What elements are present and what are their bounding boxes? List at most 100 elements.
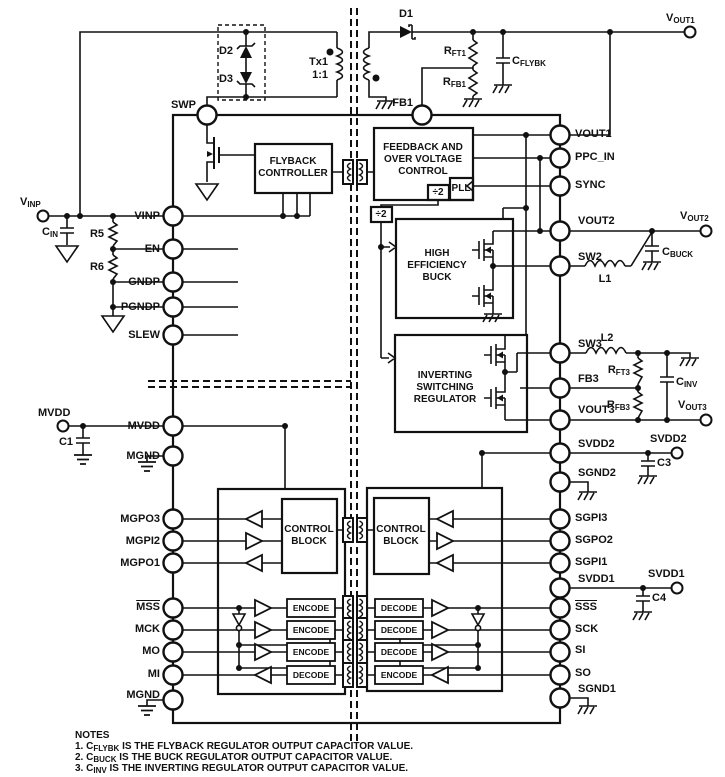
inductor-l2 [585,346,627,355]
isolation-barrier [148,8,358,745]
clamp-dashed-box [217,24,266,101]
block-label-control-right-2: BLOCK [383,536,419,547]
label-mvdd-terminal: MVDD [38,407,71,419]
codec-boxes [286,598,424,685]
box-label-decode-3: DECODE [380,647,418,657]
pin-label-vout1: VOUT1 [575,128,612,140]
note-3: 3. CINV IS THE INVERTING REGULATOR OUTPU… [75,763,409,775]
wires [49,31,700,706]
label-cbuck: CBUCK [662,246,694,259]
pin-label-sgnd2: SGND2 [578,467,616,479]
label-c1: C1 [58,436,73,448]
box-label-decode-4: DECODE [292,670,330,680]
ground-cin [55,245,79,263]
pin-label-sck: SCK [575,623,599,635]
inverting-block [393,333,529,434]
block-label-control-left-1: CONTROL [284,524,334,535]
note-2: 2. CBUCK IS THE BUCK REGULATOR OUTPUT CA… [75,752,393,764]
label-l1: L1 [598,273,612,285]
pin-label-svdd2: SVDD2 [578,438,615,450]
flyback-controller-block [253,142,334,195]
isolator-coupler-row4 [342,662,368,688]
transformer-secondary-coil [362,47,372,81]
pin-label-sync: SYNC [575,179,606,191]
isolator-coupler-control [342,517,368,543]
label-cflybk: CFLYBK [512,55,546,68]
buffer-so [431,666,449,684]
pin-label-mgpi2: MGPI2 [125,535,160,547]
ground-l2-rail [679,357,700,367]
external-terminals [36,25,713,595]
ground-sgnd2 [577,491,598,501]
enable-inverters [231,613,486,632]
pin-label-mgpo3: MGPO3 [120,513,160,525]
pin-label-vinp: VINP [134,210,160,222]
note-1: 1. CFLYBK IS THE FLYBACK REGULATOR OUTPU… [75,741,414,753]
label-l2: L2 [600,332,614,344]
pin-label-en: EN [144,243,160,255]
ground-cbuck [641,261,662,271]
buffer-si [431,643,449,661]
block-label-control-right-1: CONTROL [376,524,426,535]
ground-c1 [73,454,93,465]
box-label-decode-2: DECODE [380,625,418,635]
ground-sgnd1 [577,705,598,715]
block-label-inverting-3: REGULATOR [413,394,477,405]
pin-label-slew: SLEW [128,329,160,341]
buffer-mi [254,666,272,684]
pin-label-so: SO [575,667,591,679]
buffer-sgpi3 [436,510,454,528]
buffer-sss [431,599,449,617]
buffer-mck [254,621,272,639]
box-label-encode-3: ENCODE [292,647,330,657]
block-label-div2-2: ÷2 [375,209,387,220]
ground-flyback-fet [195,183,219,201]
buffer-mss [254,599,272,617]
diode-d1 [400,24,416,40]
pin-label-sw2: SW2 [578,251,602,263]
isolator-coupler-row3 [342,639,368,665]
box-label-decode-1: DECODE [380,603,418,613]
label-c4: C4 [652,592,667,604]
label-d1: D1 [398,8,414,20]
label-rfb3: RFB3 [606,399,630,412]
buffer-mgpi2 [245,532,263,550]
pin-label-vout3: VOUT3 [578,404,615,416]
buffer-sck [431,621,449,639]
ground-r6 [101,315,125,333]
label-rft1: RFT1 [443,45,466,58]
mosfet-arrows [207,151,503,402]
label-r6: R6 [89,261,104,273]
block-label-buck-1: HIGH [424,248,450,259]
block-label-inverting-1: INVERTING [417,370,473,381]
pin-label-sgpo2: SGPO2 [575,534,613,546]
box-label-encode-1: ENCODE [292,603,330,613]
junction-dots [64,29,670,671]
pin-label-ppc-in: PPC_IN [575,151,615,163]
control-block-right [372,496,431,576]
pin-label-swp: SWP [170,99,196,111]
buffer-sgpo2 [436,532,454,550]
div2-box-2 [369,205,394,224]
block-label-feedback-2: OVER VOLTAGE [384,154,462,165]
control-block-left [280,497,339,575]
block-label-pll: PLL [451,183,471,194]
pin-label-mgnd2: MGND [126,689,160,701]
mosfet-flyback-switch [213,137,220,169]
pin-label-fb3: FB3 [578,373,599,385]
feedback-block [372,126,475,202]
label-svdd2-terminal: SVDD2 [650,433,687,445]
label-cinv: CINV [676,376,698,389]
ground-mgnd2 [137,705,157,716]
pin-label-sw3: SW3 [578,338,602,350]
label-cin: CIN [42,226,58,239]
label-d2: D2 [218,45,233,57]
pin-label-fb1: FB1 [392,97,413,109]
pin-label-mgnd: MGND [126,450,160,462]
primary-digital-container [216,487,347,696]
pin-label-sgpi3: SGPI3 [575,512,608,524]
ic-pins [162,104,571,711]
buffer-mo [254,643,272,661]
buck-block [394,217,515,320]
